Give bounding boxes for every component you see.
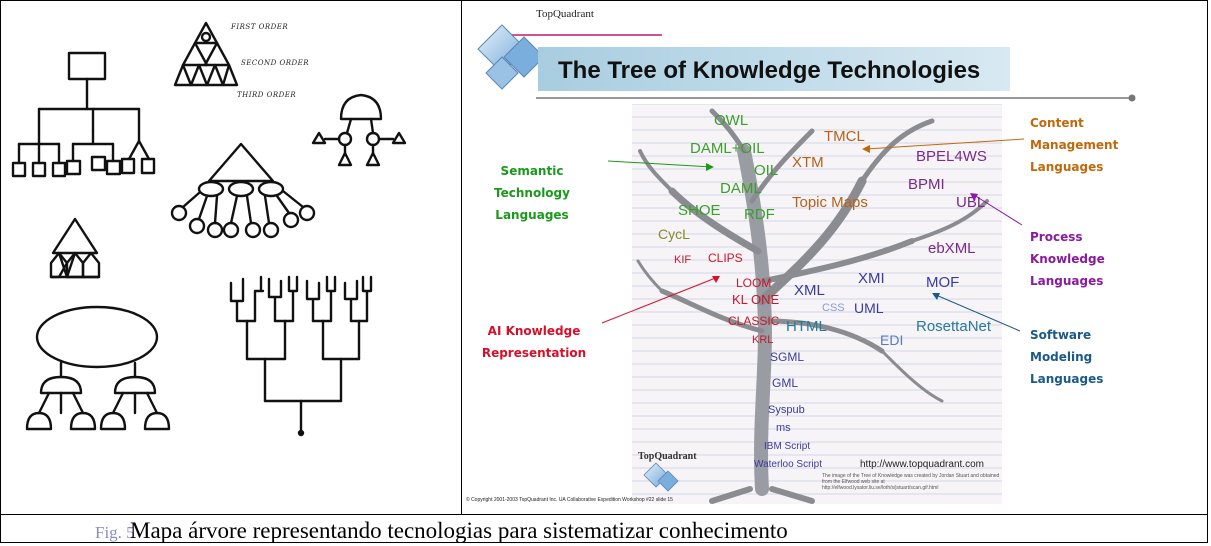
term-cycl: CycL xyxy=(658,226,690,242)
triangle-hierarchy-diagram xyxy=(173,21,239,87)
third-order-label: THIRD ORDER xyxy=(237,91,296,99)
semantic-callout-line-2: Technology xyxy=(494,186,570,200)
term-ebxml: ebXML xyxy=(928,240,976,257)
term-html: HTML xyxy=(786,318,827,335)
term-bpmi: BPMI xyxy=(908,176,945,193)
term-loom: LOOM xyxy=(736,276,771,290)
callout-arrows xyxy=(601,138,1025,332)
figure-caption: Fig. 5 Mapa árvore representando tecnolo… xyxy=(0,518,1208,544)
term-bpel4ws: BPEL4WS xyxy=(916,148,987,165)
topquadrant-logo xyxy=(477,24,545,90)
ai-callout-line-2: Representation xyxy=(482,346,586,360)
title-banner xyxy=(538,47,1010,91)
process-callout-line-2: Knowledge xyxy=(1030,252,1105,266)
term-ms: ms xyxy=(776,422,791,434)
content-callout-line-1: Content xyxy=(1030,116,1084,130)
tree-illustration xyxy=(636,108,989,504)
term-daml: DAML xyxy=(720,180,762,197)
figure-number: Fig. 5 xyxy=(95,523,135,542)
small-triangle-diagram xyxy=(49,217,101,279)
term-daml-oil: DAML+OIL xyxy=(690,140,765,157)
term-waterloo-script: Waterloo Script xyxy=(754,459,822,470)
ai-callout: AI Knowledge Representation xyxy=(482,324,586,360)
term-syspub: Syspub xyxy=(768,404,805,416)
term-tmcl: TMCL xyxy=(824,128,865,145)
term-krl: KRL xyxy=(752,334,773,346)
term-shoe: SHOE xyxy=(678,202,721,219)
term-kif: KIF xyxy=(674,254,691,266)
caption-text: Mapa árvore representando tecnologias pa… xyxy=(130,518,788,543)
term-mof: MOF xyxy=(926,274,959,291)
hand-drawn-tree-diagrams: FIRST ORDER SECOND ORDER THIRD ORDER xyxy=(1,1,461,514)
org-chart-diagram xyxy=(11,51,156,178)
knowledge-tree-slide: TopQuadrant The Tree of Knowledge Techno… xyxy=(462,1,1207,514)
term-rosettanet: RosettaNet xyxy=(916,318,992,335)
term-gml: GML xyxy=(772,376,798,390)
term-sgml: SGML xyxy=(770,350,804,364)
software-callout: Software Modeling Languages xyxy=(1030,328,1103,386)
term-edi: EDI xyxy=(880,332,903,348)
oval-dome-diagram xyxy=(25,305,171,431)
image-credit: The image of the Tree of Knowledge was c… xyxy=(822,473,1000,491)
bottom-logo xyxy=(643,462,679,492)
term-oil: OIL xyxy=(754,162,778,179)
term-topic-maps: Topic Maps xyxy=(792,194,868,211)
term-xmi: XMI xyxy=(858,270,885,287)
term-ibm-script: IBM Script xyxy=(764,441,810,452)
ai-callout-line-1: AI Knowledge xyxy=(488,324,581,338)
bottom-brand-label: TopQuadrant xyxy=(638,451,697,462)
term-css: CSS xyxy=(822,302,845,314)
term-xml: XML xyxy=(794,282,825,299)
term-clips: CLIPS xyxy=(708,251,743,265)
semantic-callout-line-3: Languages xyxy=(495,208,568,222)
software-callout-line-3: Languages xyxy=(1030,372,1103,386)
term-rdf: RDF xyxy=(744,206,775,223)
caption-divider xyxy=(0,514,1208,515)
process-callout: Process Knowledge Languages xyxy=(1030,230,1105,288)
first-order-label: FIRST ORDER xyxy=(230,23,288,31)
term-ubl: UBL xyxy=(956,194,985,211)
website-url: http://www.topquadrant.com xyxy=(860,459,984,470)
dome-node-diagram xyxy=(311,93,407,167)
semantic-callout-line-1: Semantic xyxy=(501,164,564,178)
content-callout: Content Management Languages xyxy=(1030,116,1119,174)
process-callout-line-1: Process xyxy=(1030,230,1083,244)
process-callout-line-3: Languages xyxy=(1030,274,1103,288)
slide-title: The Tree of Knowledge Technologies xyxy=(558,57,980,84)
semantic-callout: Semantic Technology Languages xyxy=(494,164,570,222)
second-order-label: SECOND ORDER xyxy=(241,59,309,67)
software-callout-line-1: Software xyxy=(1030,328,1091,342)
software-callout-line-2: Modeling xyxy=(1030,350,1092,364)
copyright-footer: © Copyright 2001-2003 TopQuadrant Inc. U… xyxy=(466,496,673,503)
term-xtm: XTM xyxy=(792,154,824,171)
content-callout-line-2: Management xyxy=(1030,138,1119,152)
bracket-tree-diagram xyxy=(229,275,373,437)
term-kl-one: KL ONE xyxy=(732,292,780,307)
term-classic: CLASSIC xyxy=(728,314,780,328)
brand-label: TopQuadrant xyxy=(536,8,594,20)
triangle-oval-diagram xyxy=(170,142,316,239)
term-owl: OWL xyxy=(714,112,748,129)
content-callout-line-3: Languages xyxy=(1030,160,1103,174)
term-uml: UML xyxy=(854,300,884,316)
panel-divider xyxy=(461,0,462,515)
